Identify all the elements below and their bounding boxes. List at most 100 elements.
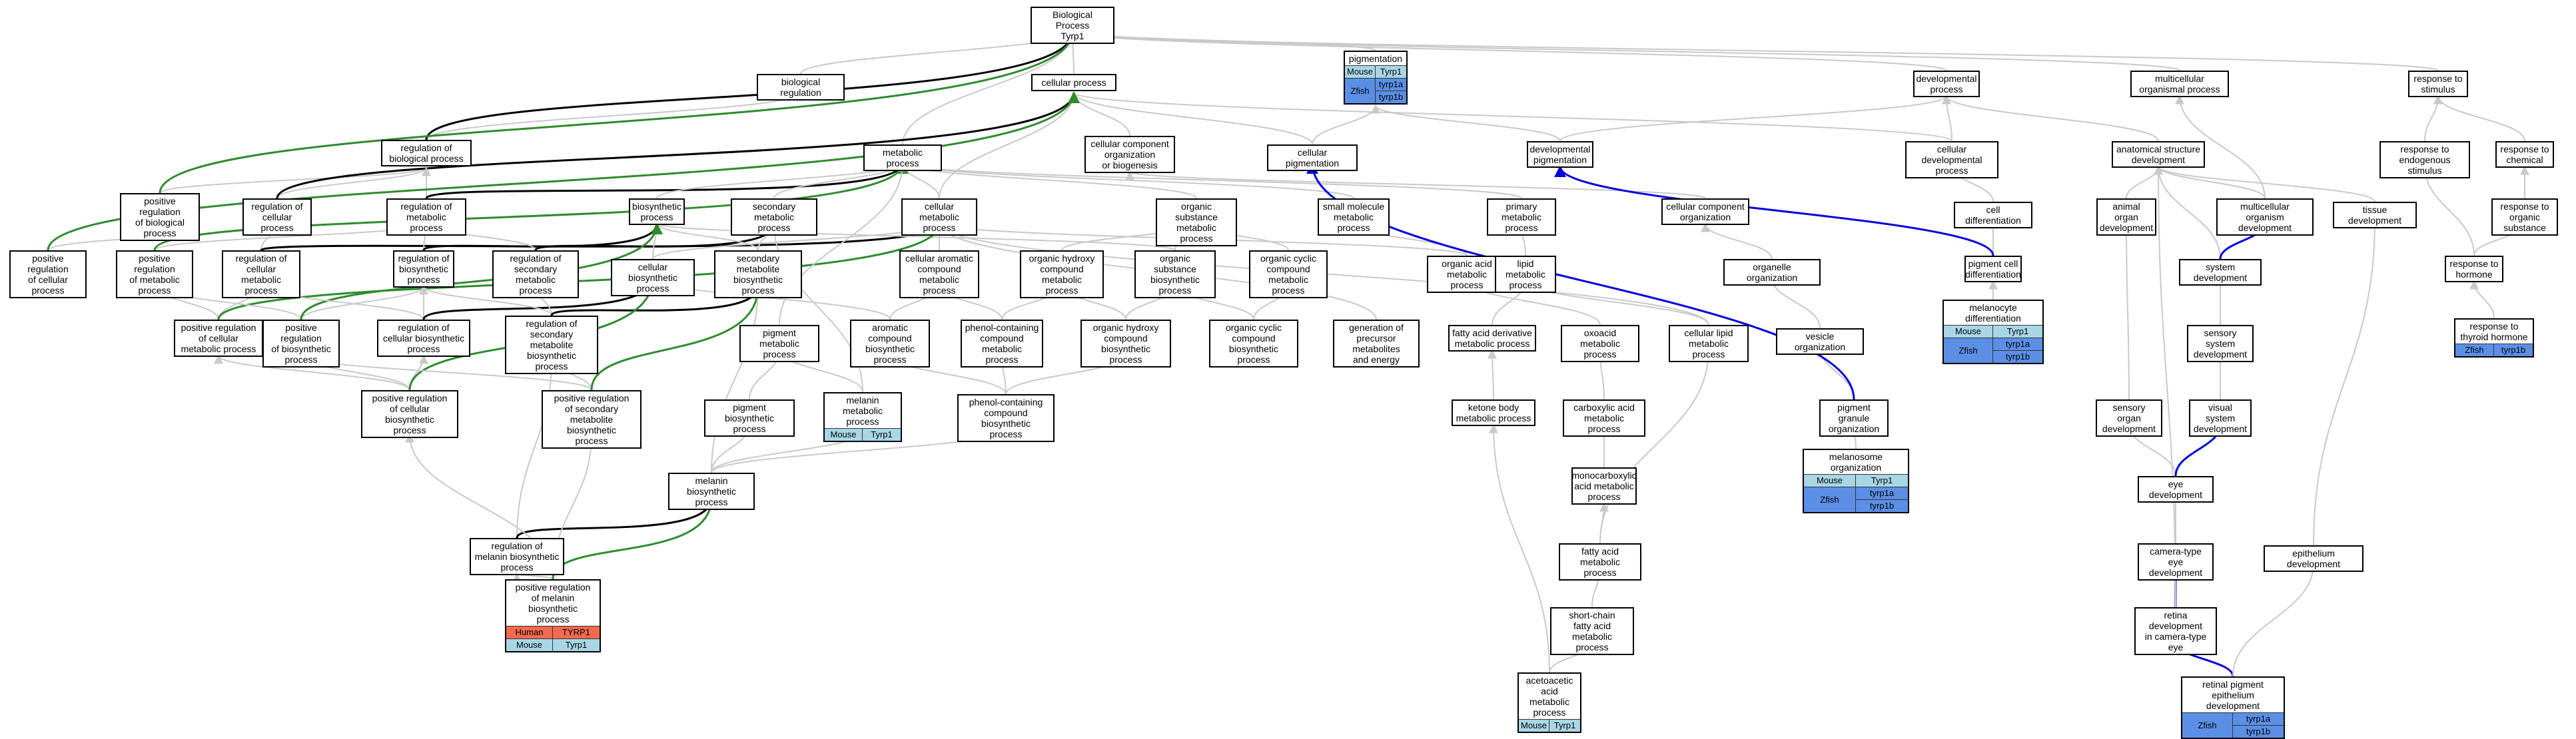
go-term-pigcelldiff[interactable]: pigment cell differentiation <box>1964 256 2022 282</box>
go-term-multiorg[interactable]: multicellular organismal process <box>2130 71 2229 97</box>
go-term-cellmet[interactable]: cellular metabolic process <box>901 198 977 236</box>
go-term-piggran[interactable]: pigment granule organization <box>1819 399 1889 437</box>
relation-edge <box>1554 165 1994 256</box>
go-term-posregcell[interactable]: positive regulation of cellular process <box>9 250 87 298</box>
gene-cell: Tyrp1 <box>1549 720 1580 732</box>
go-term-secmet[interactable]: secondary metabolic process <box>731 198 817 236</box>
go-term-celldevproc[interactable]: cellular developmental process <box>1905 141 1998 178</box>
go-term-regsecmetbio[interactable]: regulation of secondary metabolite biosy… <box>505 316 598 374</box>
go-term-retina[interactable]: retina development in camera-type eye <box>2134 607 2217 655</box>
go-term-carbox[interactable]: carboxylic acid metabolic process <box>1563 399 1645 437</box>
go-term-celldiff[interactable]: cell differentiation <box>1954 202 2032 228</box>
go-term-ccorg[interactable]: cellular component organization or bioge… <box>1084 136 1175 173</box>
go-term-resphorm[interactable]: response to hormone <box>2445 256 2503 282</box>
go-term-secmetbio[interactable]: secondary metabolite biosynthetic proces… <box>714 250 802 298</box>
go-term-metab[interactable]: metabolic process <box>863 144 942 171</box>
go-term-regbiosyn[interactable]: regulation of biosynthetic process <box>393 250 454 288</box>
go-term-cellpig[interactable]: cellular pigmentation <box>1267 144 1358 171</box>
go-term-visdev[interactable]: visual system development <box>2189 399 2252 437</box>
go-term-root[interactable]: Biological Process Tyrp1 <box>1031 7 1114 44</box>
go-term-label: cellular metabolic process <box>919 201 959 233</box>
go-term-organelle[interactable]: organelle organization <box>1723 259 1821 286</box>
go-term-regcellbiosyn[interactable]: regulation of cellular biosynthetic proc… <box>377 320 470 357</box>
go-term-orgsubbio[interactable]: organic substance biosynthetic process <box>1134 250 1216 298</box>
go-term-orgcycbio[interactable]: organic cyclic compound biosynthetic pro… <box>1209 320 1298 368</box>
go-term-smallmol[interactable]: small molecule metabolic process <box>1318 198 1390 236</box>
go-term-posregcellmet[interactable]: positive regulation of cellular metaboli… <box>174 320 263 357</box>
go-term-devproc[interactable]: developmental process <box>1913 71 1980 97</box>
go-term-multiorgdev[interactable]: multicellular organism development <box>2216 198 2314 236</box>
go-term-label: organic hydroxy compound metabolic proce… <box>1029 253 1095 296</box>
go-term-posregsecmetbio[interactable]: positive regulation of secondary metabol… <box>542 390 642 449</box>
go-term-fattyacid[interactable]: fatty acid metabolic process <box>1559 543 1641 581</box>
go-term-anatdev[interactable]: anatomical structure development <box>2112 141 2205 168</box>
go-term-respendo[interactable]: response to endogenous stimulus <box>2379 141 2470 178</box>
go-term-sysdev[interactable]: system development <box>2179 259 2262 286</box>
go-term-tissuedev[interactable]: tissue development <box>2333 202 2417 228</box>
gene-cell: Tyrp1 <box>863 429 901 441</box>
go-term-primmet[interactable]: primary metabolic process <box>1487 198 1556 236</box>
go-term-cellproc[interactable]: cellular process <box>1031 74 1116 91</box>
go-term-sensorg[interactable]: sensory organ development <box>2096 399 2162 437</box>
go-term-label: short-chain fatty acid metabolic process <box>1569 610 1615 652</box>
relation-edge <box>159 166 431 194</box>
go-term-regmet[interactable]: regulation of metabolic process <box>386 198 466 236</box>
go-term-celllipid[interactable]: cellular lipid metabolic process <box>1669 325 1749 362</box>
go-term-respstim[interactable]: response to stimulus <box>2408 71 2468 97</box>
go-term-label: cellular biosynthetic process <box>628 262 677 294</box>
go-term-epith[interactable]: epithelium development <box>2264 545 2363 572</box>
go-term-label: developmental pigmentation <box>1529 144 1591 165</box>
go-term-fattyderiv[interactable]: fatty acid derivative metabolic process <box>1448 325 1536 352</box>
go-term-cellbiosyn[interactable]: cellular biosynthetic process <box>611 259 695 296</box>
go-term-ketone[interactable]: ketone body metabolic process <box>1452 399 1535 426</box>
go-term-lipidmet[interactable]: lipid metabolic process <box>1495 256 1556 293</box>
go-term-cellarom[interactable]: cellular aromatic compound metabolic pro… <box>899 250 979 298</box>
go-term-genprec[interactable]: generation of precursor metabolites and … <box>1333 320 1420 368</box>
go-term-phenolbio[interactable]: phenol-containing compound biosynthetic … <box>957 394 1055 442</box>
go-term-orgacid[interactable]: organic acid metabolic process <box>1427 256 1507 293</box>
go-term-vesicle[interactable]: vesicle organization <box>1776 328 1864 355</box>
go-term-oxoacid[interactable]: oxoacid metabolic process <box>1561 325 1639 362</box>
go-term-orghydmet[interactable]: organic hydroxy compound metabolic proce… <box>1020 250 1104 298</box>
go-term-regcellmet[interactable]: regulation of cellular metabolic process <box>222 250 300 298</box>
go-term-melbiosyn[interactable]: melanin biosynthetic process <box>668 473 755 510</box>
go-term-respchem[interactable]: response to chemical <box>2495 141 2554 168</box>
go-term-eyedev[interactable]: eye development <box>2138 476 2214 503</box>
go-term-bioreg[interactable]: biological regulation <box>757 74 845 101</box>
go-term-aromcomp[interactable]: aromatic compound biosynthetic process <box>850 320 930 368</box>
go-term-regsecmet[interactable]: regulation of secondary metabolic proces… <box>492 250 579 298</box>
go-term-posregbiosyn[interactable]: positive regulation of biosynthetic proc… <box>262 320 340 368</box>
go-term-cccorg[interactable]: cellular component organization <box>1661 198 1749 225</box>
go-term-pigmet[interactable]: pigment metabolic process <box>739 325 819 362</box>
go-term-biosyn[interactable]: biosynthetic process <box>629 198 685 225</box>
go-term-monocarb[interactable]: monocarboxylic acid metabolic process <box>1571 467 1637 505</box>
go-term-regmelbio[interactable]: regulation of melanin biosynthetic proce… <box>470 538 564 575</box>
go-term-orgcycmet[interactable]: organic cyclic compound metabolic proces… <box>1249 250 1328 298</box>
go-term-regbio[interactable]: regulation of biological process <box>381 140 472 166</box>
go-term-posregcellbiosyn[interactable]: positive regulation of cellular biosynth… <box>361 390 458 438</box>
go-term-orghydbio[interactable]: organic hydroxy compound biosynthetic pr… <box>1080 320 1171 368</box>
go-term-posregmet[interactable]: positive regulation of metabolic process <box>116 250 193 298</box>
go-term-animorg[interactable]: animal organ development <box>2096 198 2156 236</box>
go-term-devpig[interactable]: developmental pigmentation <box>1527 141 1593 168</box>
go-term-shortchain[interactable]: short-chain fatty acid metabolic process <box>1550 607 1634 655</box>
go-term-sensdev[interactable]: sensory system development <box>2187 325 2254 362</box>
go-term-label: phenol-containing compound metabolic pro… <box>965 322 1039 365</box>
go-term-posregbio[interactable]: positive regulation of biological proces… <box>120 193 200 241</box>
go-term-regcell[interactable]: regulation of cellular process <box>242 198 312 236</box>
go-term-orgsub[interactable]: organic substance metabolic process <box>1156 198 1237 246</box>
go-term-camera[interactable]: camera-type eye development <box>2138 543 2214 581</box>
go-term-phenolmet[interactable]: phenol-containing compound metabolic pro… <box>961 320 1043 368</box>
go-term-label: regulation of biosynthetic process <box>398 253 450 285</box>
go-term-posregmelbio[interactable]: positive regulation of melanin biosynthe… <box>505 579 601 652</box>
go-term-pigbiosyn[interactable]: pigment biosynthetic process <box>704 399 795 437</box>
go-term-resporg[interactable]: response to organic substance <box>2491 198 2558 236</box>
